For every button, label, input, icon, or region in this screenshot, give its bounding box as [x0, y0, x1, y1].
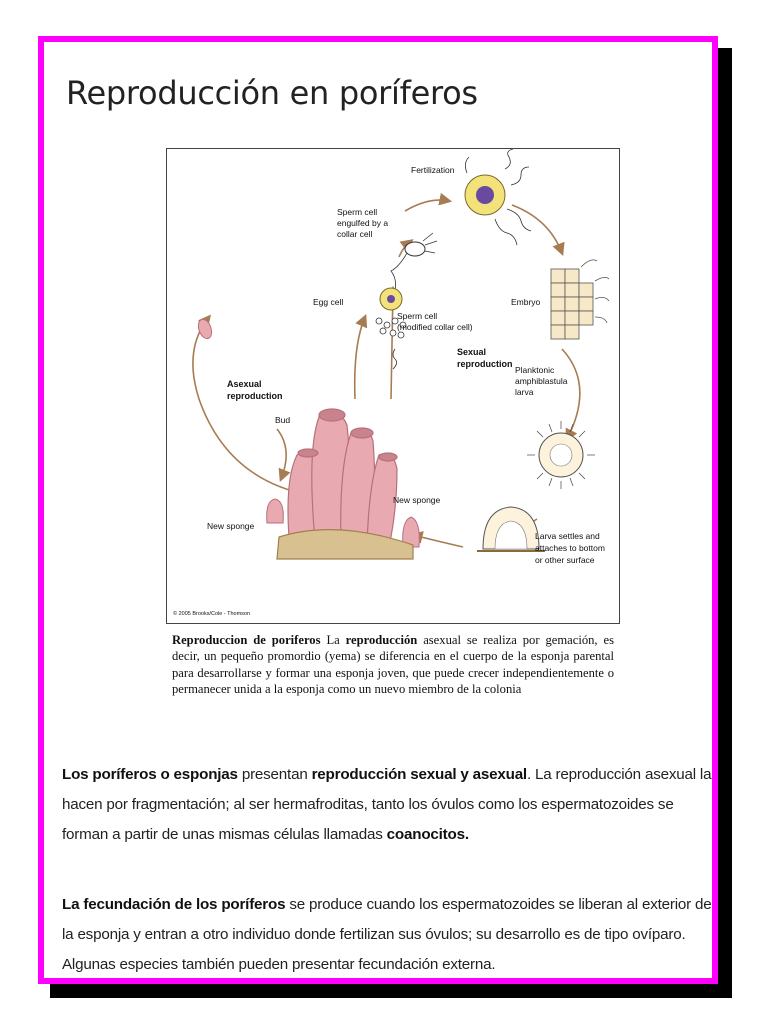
caption-bold: reproducción — [345, 633, 418, 647]
label-larva-settles-1: Larva settles and — [535, 531, 600, 541]
label-egg-cell: Egg cell — [313, 297, 343, 307]
label-planktonic-2: amphiblastula — [515, 376, 568, 386]
label-sperm-cell-1: Sperm cell — [397, 311, 437, 321]
label-embryo: Embryo — [511, 297, 541, 307]
planktonic-larva — [527, 421, 595, 489]
label-sexual-2: reproduction — [457, 359, 513, 369]
label-sexual-1: Sexual — [457, 347, 486, 357]
page-title: Reproducción en poríferos — [66, 74, 478, 112]
label-planktonic-3: larva — [515, 387, 534, 397]
p2-text1: se produce cuando los espermatozoides se… — [62, 896, 712, 973]
settled-larva — [477, 506, 545, 552]
embryo — [550, 259, 610, 340]
paragraph-reproduction: Los poríferos o esponjas presentan repro… — [62, 760, 722, 850]
sperm-cluster — [375, 317, 407, 370]
fertilization-egg — [464, 149, 532, 246]
bud-fragment — [197, 318, 213, 340]
label-asexual-1: Asexual — [227, 379, 262, 389]
label-larva-settles-2: attaches to bottom — [535, 543, 605, 553]
p2-bold1: La fecundación de los poríferos — [62, 896, 286, 913]
diagram-svg: Fertilization Sperm cell engulfed by a c… — [173, 149, 610, 617]
caption-part2: asexual se realiza por gemación, es deci… — [172, 633, 614, 697]
p1-bold1: Los poríferos o esponjas — [62, 766, 238, 783]
collar-cell — [390, 232, 438, 298]
new-sponge-right — [402, 516, 420, 548]
new-sponge-left — [266, 498, 284, 524]
label-copyright: © 2005 Brooks/Cole - Thomson — [173, 610, 250, 617]
label-fertilization: Fertilization — [411, 165, 455, 175]
label-sperm-engulfed-2: engulfed by a — [337, 218, 388, 228]
label-larva-settles-3: or other surface — [535, 555, 595, 565]
sponge-colony — [276, 408, 414, 560]
p1-text1: presentan — [237, 766, 312, 783]
paragraph-fecundation: La fecundación de los poríferos se produ… — [62, 890, 722, 980]
label-bud: Bud — [275, 415, 290, 425]
egg-cell — [379, 287, 403, 311]
cycle-arrows — [192, 192, 581, 548]
label-new-sponge-left: New sponge — [207, 521, 255, 531]
label-new-sponge-right: New sponge — [393, 495, 441, 505]
label-sperm-engulfed-3: collar cell — [337, 229, 373, 239]
label-sperm-cell-2: (modified collar cell) — [397, 322, 473, 332]
label-planktonic-1: Planktonic — [515, 365, 555, 375]
p1-bold3: coanocitos. — [386, 826, 469, 843]
label-sperm-engulfed-1: Sperm cell — [337, 207, 377, 217]
figure-caption: Reproduccion de poriferos La reproducció… — [172, 632, 614, 698]
slide-card: Reproducción en poríferos — [38, 36, 718, 984]
caption-part1: La — [320, 633, 346, 647]
reproduction-diagram: Fertilization Sperm cell engulfed by a c… — [166, 148, 620, 624]
label-asexual-2: reproduction — [227, 391, 283, 401]
p1-bold2: reproducción sexual y asexual — [311, 766, 528, 783]
p1-text2: . La reproducción asexual la hacen por f… — [62, 766, 712, 843]
caption-lead: Reproduccion de poriferos — [172, 633, 321, 647]
